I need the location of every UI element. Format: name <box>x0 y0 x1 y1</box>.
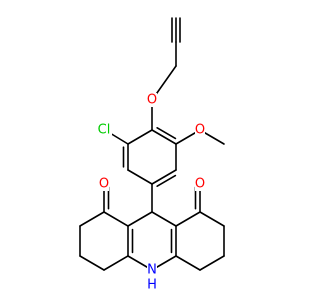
methoxy-oxygen-label-background <box>195 123 205 137</box>
amine-nitrogen-label: N <box>147 263 157 278</box>
bonds-layer <box>79 17 225 271</box>
amine-hydrogen-label: H <box>147 278 157 293</box>
left-ketone-oxygen-label: O <box>99 177 109 192</box>
bond-ring-6 <box>151 129 177 145</box>
bond-ring-3 <box>127 169 153 185</box>
chlorine-atom-label-background <box>96 123 112 137</box>
right-ketone-oxygen-label: O <box>195 177 205 192</box>
left-ketone-oxygen-label-background <box>99 177 109 191</box>
amine-nitrogen-label-background <box>147 263 157 277</box>
bond-ring-4 <box>151 169 177 185</box>
bond-left-ring-1 <box>103 255 129 271</box>
bond-ring-1 <box>127 129 153 145</box>
ether-oxygen-label-background <box>147 93 157 107</box>
right-ketone-oxygen-label-background <box>195 177 205 191</box>
bond-right-ring-4 <box>199 211 225 227</box>
bond-ring-6-inner <box>156 126 177 140</box>
bond-right-ring-2 <box>199 255 225 271</box>
bond-ring-4-inner <box>156 174 177 188</box>
bond-left-ring-2 <box>79 255 105 271</box>
bond-left-ring-4 <box>79 211 105 227</box>
bond-c9-left <box>127 211 153 227</box>
amine-hydrogen-label-background <box>147 278 157 292</box>
bond-c9-right <box>151 211 177 227</box>
bond-left-ring-5 <box>103 211 129 227</box>
bond-right-ring-1 <box>175 255 201 271</box>
methoxy-oxygen-label: O <box>195 123 205 138</box>
chlorine-atom-label: Cl <box>98 123 111 138</box>
bond-right-ring-5 <box>175 211 201 227</box>
ether-oxygen-label: O <box>147 93 157 108</box>
